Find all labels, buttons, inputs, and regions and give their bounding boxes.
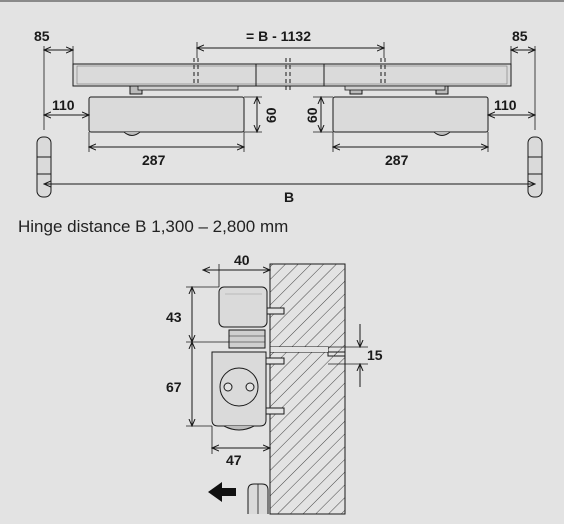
dim-right-width: 287: [333, 132, 488, 168]
right-width-label: 287: [385, 152, 409, 168]
dim-left-width: 287: [89, 132, 244, 168]
dim-left-height: 60: [244, 97, 279, 132]
dim-gap: 15: [328, 324, 383, 387]
left-width-label: 287: [142, 152, 166, 168]
dim-center-distance: = B - 1132: [197, 28, 384, 58]
right-offset-label: 85: [512, 28, 528, 44]
slide-connector: [228, 329, 266, 349]
left-closer-body: [88, 96, 245, 136]
frame-hinge-icon: [247, 483, 269, 514]
gap-label: 15: [367, 347, 383, 363]
dim-hinge-distance: B: [44, 184, 535, 205]
dim-lower-height: 67: [166, 342, 212, 426]
left-hinge: [36, 136, 52, 198]
rail-housing: [218, 286, 268, 328]
push-direction-arrow-icon: [208, 482, 236, 502]
lower-height-label: 67: [166, 379, 182, 395]
left-inset-label: 110: [52, 97, 75, 113]
right-height-label: 60: [304, 107, 320, 123]
right-hinge: [527, 136, 543, 198]
closer-side-view: [211, 351, 267, 431]
dim-right-inset: 110: [488, 97, 535, 115]
dim-bottom-width: 47: [212, 426, 270, 468]
dim-right-height: 60: [304, 97, 333, 132]
top-width-label: 40: [234, 252, 250, 268]
hinge-distance-label: B: [284, 189, 294, 205]
bottom-width-label: 47: [226, 452, 242, 468]
right-closer-body: [332, 96, 489, 136]
hinge-distance-caption: Hinge distance B 1,300 – 2,800 mm: [18, 217, 289, 236]
upper-height-label: 43: [166, 309, 182, 325]
center-distance-label: = B - 1132: [246, 28, 311, 44]
wall-section: [261, 263, 346, 515]
left-offset-label: 85: [34, 28, 50, 44]
left-height-label: 60: [263, 107, 279, 123]
dim-left-inset: 110: [44, 97, 89, 115]
guide-rail: [72, 58, 512, 95]
dim-top-width: 40: [203, 252, 270, 287]
dim-left-offset: 85: [34, 28, 73, 130]
right-inset-label: 110: [494, 97, 517, 113]
dim-upper-height: 43: [166, 287, 229, 342]
